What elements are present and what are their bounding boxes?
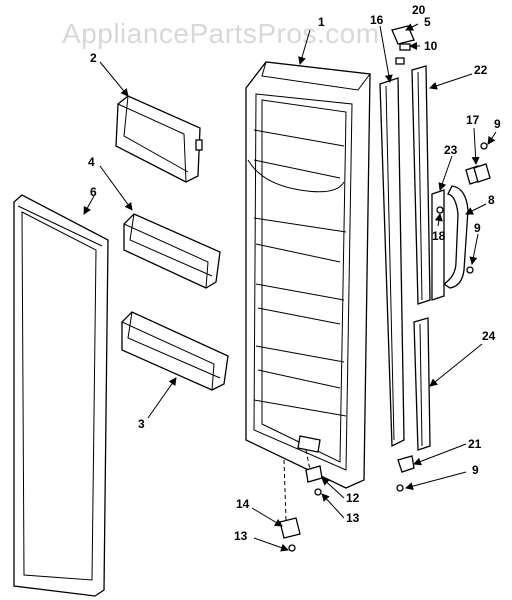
fresh-food-door bbox=[245, 61, 371, 489]
callout-14: 14 bbox=[236, 497, 250, 511]
callout-4: 4 bbox=[88, 155, 95, 169]
door-handle bbox=[431, 185, 469, 301]
callout-13-left: 13 bbox=[234, 529, 248, 543]
callout-22: 22 bbox=[474, 63, 488, 77]
door-trim-lower bbox=[413, 317, 431, 451]
callout-8: 8 bbox=[488, 193, 495, 207]
callout-18: 18 bbox=[432, 229, 446, 243]
door-shelf-large bbox=[121, 311, 229, 391]
callout-1: 1 bbox=[318, 15, 325, 29]
handle-end-cap bbox=[465, 163, 491, 185]
callout-13-right: 13 bbox=[346, 511, 360, 525]
dairy-compartment-door bbox=[115, 95, 203, 183]
door-trim-upper bbox=[411, 65, 431, 305]
callout-21: 21 bbox=[468, 437, 482, 451]
callout-9-middle: 9 bbox=[474, 221, 481, 235]
callout-9-top: 9 bbox=[494, 117, 501, 131]
callout-6: 6 bbox=[90, 185, 97, 199]
door-trim-left bbox=[379, 77, 405, 448]
callout-labels: 1 2 3 4 5 6 8 9 9 9 10 12 13 13 14 16 17… bbox=[88, 3, 501, 543]
callout-3: 3 bbox=[138, 417, 145, 431]
door-gasket bbox=[13, 194, 109, 597]
callout-2: 2 bbox=[90, 51, 97, 65]
lower-hinge bbox=[279, 517, 301, 539]
callout-5: 5 bbox=[424, 15, 431, 29]
bottom-hinge-cap bbox=[397, 455, 415, 473]
callout-20: 20 bbox=[412, 3, 426, 17]
leader-lines bbox=[83, 23, 497, 552]
door-shelf-small bbox=[123, 213, 221, 289]
callout-12: 12 bbox=[346, 491, 360, 505]
callout-10: 10 bbox=[424, 39, 438, 53]
callout-24: 24 bbox=[482, 329, 496, 343]
top-hinge-cap bbox=[391, 25, 415, 65]
callout-9-bottom: 9 bbox=[472, 463, 479, 477]
screws bbox=[288, 142, 488, 552]
callout-16: 16 bbox=[370, 13, 384, 27]
watermark-text: AppliancePartsPros.com bbox=[62, 18, 380, 49]
callout-23: 23 bbox=[444, 143, 458, 157]
callout-17: 17 bbox=[466, 113, 480, 127]
